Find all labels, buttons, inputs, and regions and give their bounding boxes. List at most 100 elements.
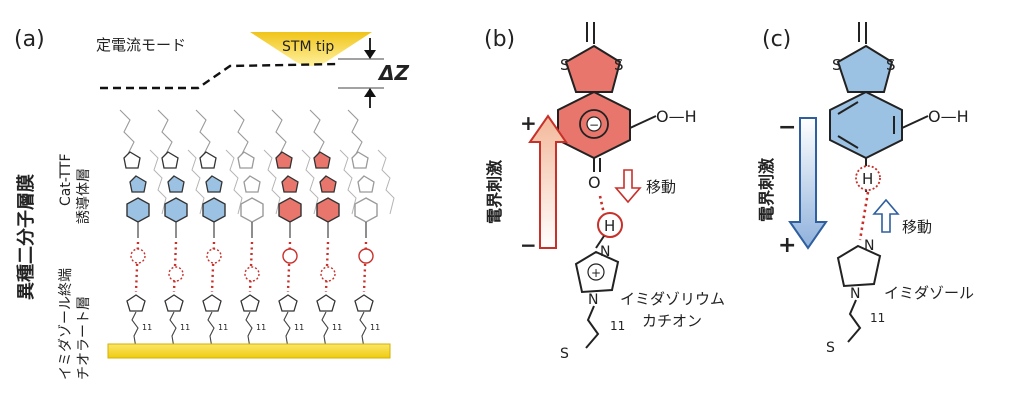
chain-length: 11 [256,323,266,332]
proton-circle [358,248,374,264]
svg-text:N: N [850,286,860,302]
ttf-alkyl-tail [195,109,211,155]
imidazole-ring [240,294,260,312]
thiolate-chain [169,311,177,349]
ttf-alkyl-tail [233,109,249,155]
stimulus-label: 電界刺激 [757,158,776,222]
chain-length: 11 [142,323,152,332]
species-label: イミダゾール [884,284,974,302]
panel-a-label: (a) [14,27,45,52]
catechol-ring [316,197,340,223]
proton-circle [244,266,260,282]
svg-text:S: S [832,56,842,74]
chain-length: 11 [370,323,380,332]
catechol-ring [164,197,188,223]
move-label: 移動 [902,218,932,236]
sulfur-atom: S [614,56,624,74]
ttf-ring [319,175,337,193]
chain-length: 11 [218,323,228,332]
ttf-alkyl-tail [309,109,325,155]
bilayer-title: 異種二分子層膜 [15,174,37,300]
stm-tip-label: STM tip [282,39,334,55]
ttf-ring [237,151,255,169]
svg-text:N: N [600,244,610,260]
hydroxyl-label: O—H [656,107,697,126]
proton-label: H [862,170,873,188]
delta-z-indicator [338,38,384,108]
ttf-alkyl-tail [157,109,173,155]
proton-label: H [604,217,615,235]
background-molecule [301,149,319,215]
panel-a: (a) 定電流モード STM tip ΔZ 11 11 11 11 11 11 11 異種二… [14,27,409,380]
svg-text:N: N [864,238,874,254]
species-label-2: カチオン [642,312,702,330]
catechol-ring [278,197,302,223]
svg-text:S: S [826,340,835,356]
ttf-ring [123,151,141,169]
proton-circle [206,248,222,264]
panel-b: (b) S S − O—H O H 移動 + N N [484,22,725,362]
proton-circle [282,248,298,264]
catechol-ring [126,197,150,223]
imidazole-layer-label-2: チオラート層 [76,296,92,380]
background-molecule [263,149,281,215]
alkyl-chain [847,299,862,343]
minus-sign: − [778,115,796,140]
imidazole-ring [836,244,882,288]
ttf-ring [281,175,299,193]
molecule-array: 11 11 11 11 11 11 11 [119,109,395,349]
imidazole-ring [126,294,146,312]
imidazole-ring [316,294,336,312]
hydrogen-bond-dots [858,191,870,241]
minus-sign: − [520,233,537,257]
dithiole-ring-c [836,44,894,93]
svg-text:S: S [560,346,569,362]
hydroxyl-label: O—H [928,107,969,126]
stimulus-label: 電界刺激 [485,160,504,224]
move-label: 移動 [646,178,676,196]
ttf-ring [205,175,223,193]
delta-z-label: ΔZ [377,61,409,85]
chain-length: 11 [610,319,625,333]
panel-c: (c) S S O—H O H 移動 N N 11 S イミダゾール − + 電… [757,22,974,356]
imidazole-layer-label-1: イミダゾール終端 [58,268,74,380]
proton-circle [168,266,184,282]
imidazole-ring [278,294,298,312]
ttf-ring [275,151,293,169]
catechol-ring [202,197,226,223]
stm-tip-shape [250,32,372,66]
proton-circle [855,165,881,191]
ttf-ring [129,175,147,193]
catechol-ring [354,197,378,223]
svg-text:11: 11 [870,311,885,325]
alkyl-chain [585,305,600,349]
cat-ttf-label-1: Cat-TTF [58,153,74,206]
ttf-ring [243,175,261,193]
thiolate-chain [283,311,291,349]
imidazole-ring [202,294,222,312]
imidazole-ring [164,294,184,312]
svg-text:S: S [886,56,896,74]
species-label-1: イミダゾリウム [620,290,725,308]
catechol-ring [240,197,264,223]
background-molecule [225,149,243,215]
background-molecule [187,149,205,215]
benzene-ring-c [829,90,903,160]
mode-label: 定電流モード [96,36,186,54]
proton-circle [597,212,623,238]
chain-length: 11 [180,323,190,332]
ttf-alkyl-tail [119,109,135,155]
proton-circle [320,266,336,282]
background-molecule [377,149,395,215]
proton-circle [130,248,146,264]
thiolate-chain [207,311,215,349]
ttf-ring [167,175,185,193]
chain-length: 11 [294,323,304,332]
move-arrow-down [614,169,642,204]
chain-length: 11 [332,323,342,332]
ttf-alkyl-tail [271,109,287,155]
cat-ttf-label-2: 誘導体層 [76,168,92,224]
field-arrow-down [788,117,828,250]
svg-text:N: N [588,292,598,308]
